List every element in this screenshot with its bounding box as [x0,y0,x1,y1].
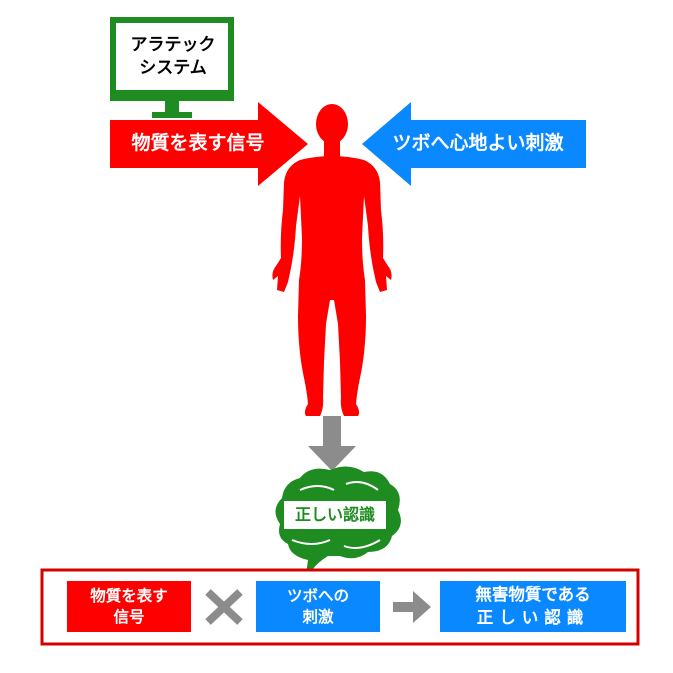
summary-recognition-label: 無害物質である 正しい認識 [440,581,626,632]
summary-box-signal [67,581,191,632]
monitor-neck [165,101,179,113]
monitor-icon [110,17,234,118]
summary-box-stimulus [256,581,380,632]
summary-recognition-line2: 正しい認識 [476,607,590,627]
down-arrow [308,416,356,471]
stimulus-arrow-left [362,102,586,186]
summary-signal-line1: 物質を表す [90,586,168,605]
figure-neck [324,138,340,160]
monitor-label: アラテック システム [118,25,228,89]
stimulus-arrow-label: ツボへ心地よい刺激 [392,132,564,155]
summary-stimulus-line2: 刺激 [302,607,334,626]
monitor-screen [116,23,228,90]
signal-arrow-right [110,102,308,186]
summary-recognition-line1: 無害物質である [475,585,591,605]
summary-stimulus-line1: ツボへの [286,586,349,605]
signal-arrow-label: 物質を表す信号 [131,132,265,155]
monitor-base [152,112,192,118]
monitor-label-line1: アラテック [130,35,216,56]
summary-stimulus-label: ツボへの 刺激 [256,581,380,632]
figure-body [272,156,392,416]
times-icon [205,589,243,625]
brain-folds [291,481,381,549]
summary-signal-label: 物質を表す 信号 [67,581,191,632]
result-arrow-icon [393,591,431,623]
summary-signal-line2: 信号 [113,607,145,626]
human-figure [272,104,392,416]
brain-label: 正しい認識 [294,505,375,525]
figure-head [316,104,348,144]
brain-label-bg [284,501,386,529]
summary-box-recognition [440,581,626,632]
brain-icon [275,466,401,574]
monitor-label-line2: システム [139,58,207,78]
